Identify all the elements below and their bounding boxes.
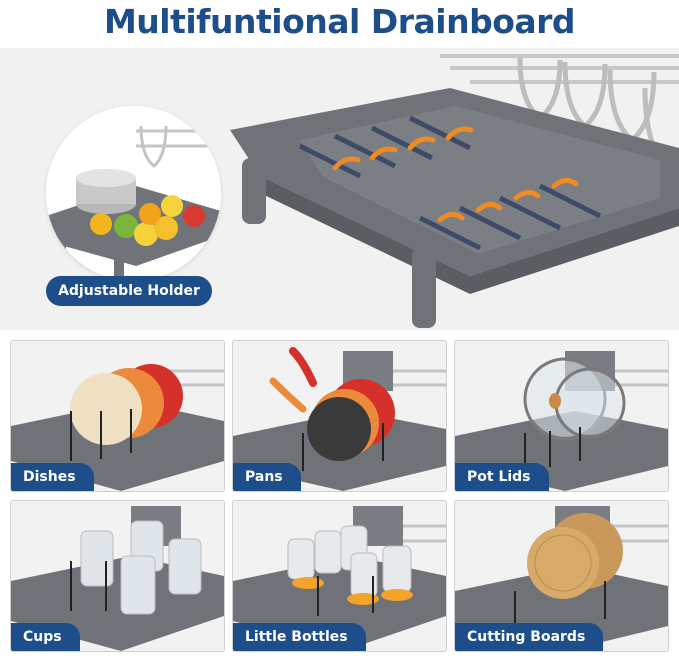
panel-label-little-bottles: Little Bottles: [233, 623, 366, 651]
panel-label-pans: Pans: [233, 463, 301, 491]
hero-section: Adjustable Holder: [0, 48, 679, 330]
adjustable-holder-badge: Adjustable Holder: [46, 276, 212, 306]
little-bottles-illustration: [233, 506, 446, 651]
panel-cutting-boards: Cutting Boards: [454, 500, 669, 652]
panel-cups: Cups: [10, 500, 225, 652]
adjustable-holder-inset: [46, 106, 221, 281]
panel-dishes: Dishes: [10, 340, 225, 492]
panel-label-cups: Cups: [11, 623, 80, 651]
drainboard-illustration: [230, 54, 679, 328]
panel-label-dishes: Dishes: [11, 463, 94, 491]
panel-pot-lids: Pot Lids: [454, 340, 669, 492]
panel-label-pot-lids: Pot Lids: [455, 463, 549, 491]
panel-pans: Pans: [232, 340, 447, 492]
panel-little-bottles: Little Bottles: [232, 500, 447, 652]
cutting-boards-illustration: [455, 506, 668, 651]
page-title: Multifuntional Drainboard: [103, 2, 576, 41]
panel-label-cutting-boards: Cutting Boards: [455, 623, 604, 651]
